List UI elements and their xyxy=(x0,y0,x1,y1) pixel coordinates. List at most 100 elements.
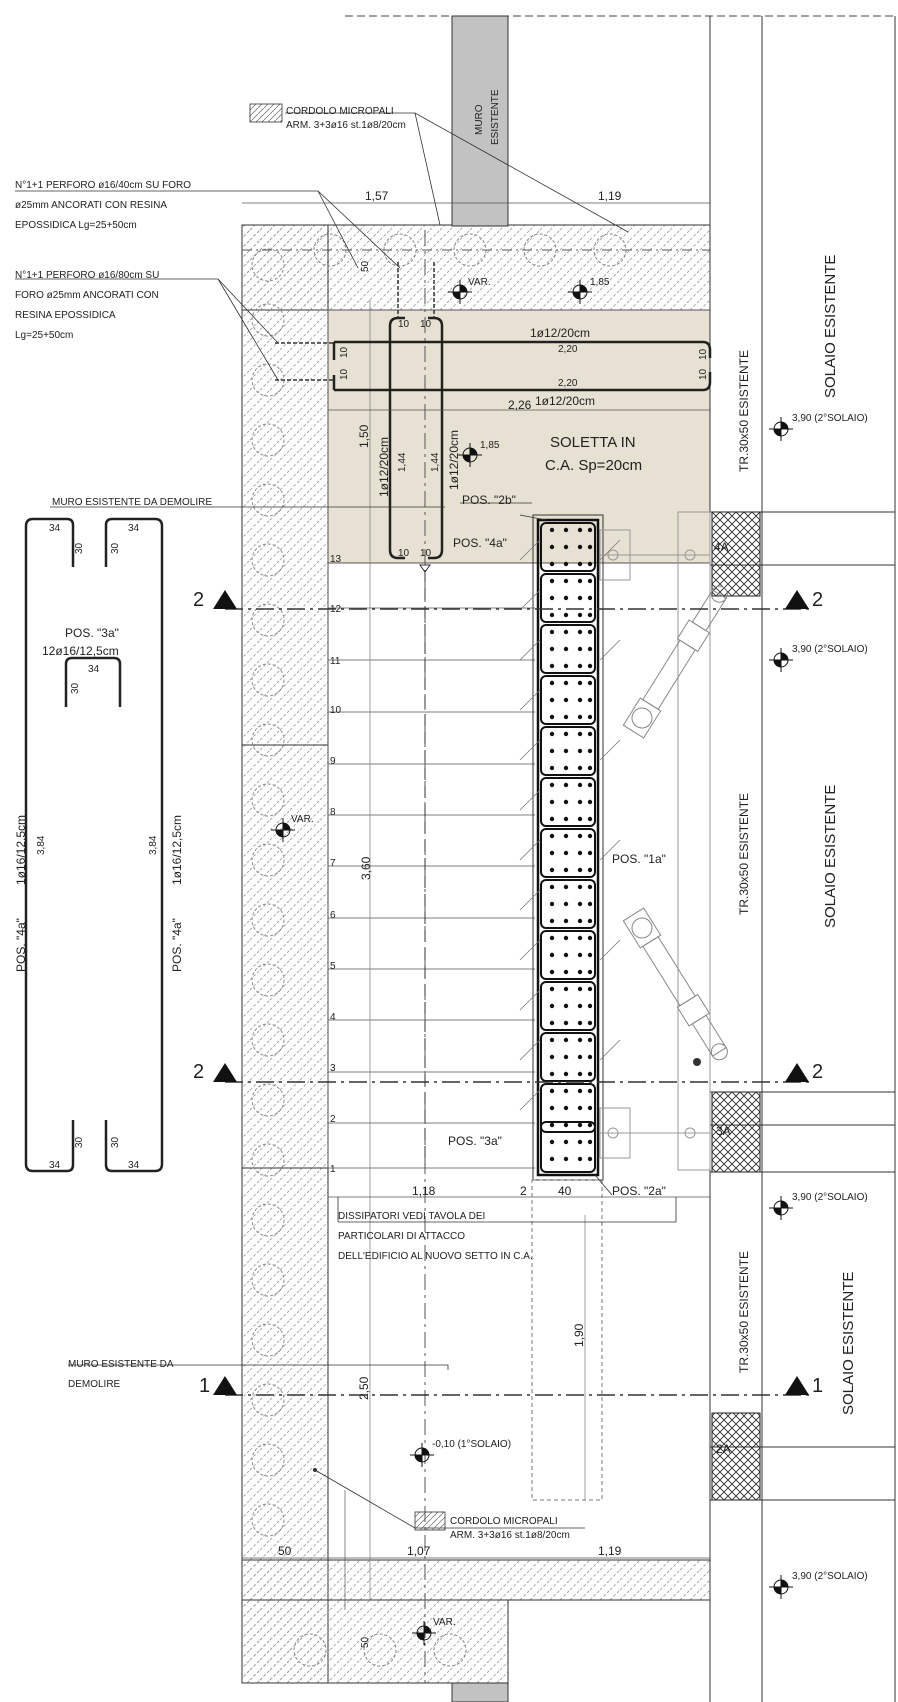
dimension-label: 1,19 xyxy=(598,1544,622,1558)
step-number: 11 xyxy=(330,656,341,667)
rebar-dot xyxy=(563,544,569,550)
rebar-dot xyxy=(577,663,583,669)
column-tag-4A: 4A xyxy=(714,540,729,554)
wall-rebar-dots xyxy=(549,527,593,1162)
rebar-dot xyxy=(577,1020,583,1026)
rebar-dot xyxy=(577,816,583,822)
rebar-dot xyxy=(577,561,583,567)
rebar-dot xyxy=(577,1122,583,1128)
rebar-label: 1ø12/20cm xyxy=(530,326,590,340)
rebar-dot xyxy=(563,1037,569,1043)
detail-pos3a-spec: 12ø16/12,5cm xyxy=(42,644,119,658)
rebar-dot xyxy=(549,748,555,754)
rebar-dot xyxy=(549,850,555,856)
step-number: 10 xyxy=(330,705,342,716)
detail-dim: 34 xyxy=(128,523,140,534)
level-marker xyxy=(769,648,793,672)
dimension-label: 2 xyxy=(520,1184,527,1198)
rebar-dot xyxy=(549,952,555,958)
rebar-dot xyxy=(577,969,583,975)
var-label: VAR. xyxy=(291,814,314,825)
section-line-1 xyxy=(213,1376,810,1396)
detail-pos3a: POS. "3a" xyxy=(65,626,119,640)
existing-wall-top xyxy=(451,15,509,227)
dimension-label: 1,18 xyxy=(412,1184,436,1198)
dimension-label: 2,50 xyxy=(357,1376,371,1400)
rebar-dot xyxy=(587,799,593,805)
rebar-dot xyxy=(549,884,555,890)
callout-pos2a: POS. "2a" xyxy=(612,1184,666,1198)
rebar-dot xyxy=(549,544,555,550)
rebar-dot xyxy=(577,918,583,924)
step-number: 9 xyxy=(330,756,336,767)
rebar-dot xyxy=(577,680,583,686)
detail-dim: 34 xyxy=(88,664,100,675)
rebar-dot xyxy=(587,1122,593,1128)
beam-label-1: TR.30x50 ESISTENTE xyxy=(737,350,751,472)
rebar-dot xyxy=(577,765,583,771)
rebar-dot xyxy=(549,578,555,584)
detail-dim: 34 xyxy=(128,1160,140,1171)
rebar-dot xyxy=(587,935,593,941)
dimension-label: 40 xyxy=(558,1184,572,1198)
floor-label-1: SOLAIO ESISTENTE xyxy=(822,255,839,398)
dimension-label: 50 xyxy=(360,1636,371,1648)
rebar-dot xyxy=(563,782,569,788)
callout-cordolo-bottom-arm: ARM. 3+3ø16 st.1ø8/20cm xyxy=(450,1530,570,1541)
rebar-detail xyxy=(24,517,164,1173)
rebar-dot xyxy=(587,1105,593,1111)
rebar-dot xyxy=(549,527,555,533)
dimension-label: 1,44 xyxy=(397,452,408,472)
dimension-label: 10 xyxy=(398,548,410,559)
rebar-dot xyxy=(563,1054,569,1060)
rebar-dot xyxy=(577,986,583,992)
callout-pos1a: POS. "1a" xyxy=(612,852,666,866)
rebar-dot xyxy=(577,1054,583,1060)
rebar-dot xyxy=(563,986,569,992)
rebar-dot xyxy=(549,799,555,805)
level-marker xyxy=(769,1575,793,1599)
rebar-dot xyxy=(577,544,583,550)
rebar-dot xyxy=(549,867,555,873)
rebar-dot xyxy=(563,1156,569,1162)
rebar-dot xyxy=(587,561,593,567)
dimension-label: 2,26 xyxy=(508,398,532,412)
rebar-dot xyxy=(587,1071,593,1077)
rebar-dot xyxy=(563,663,569,669)
step-number: 2 xyxy=(330,1114,336,1125)
slab-title: SOLETTA IN xyxy=(550,434,636,451)
rebar-dot xyxy=(563,714,569,720)
callout-dissipatori: DISSIPATORI VEDI TAVOLA DEI xyxy=(338,1211,485,1222)
rebar-dot xyxy=(577,952,583,958)
wall-stirrups xyxy=(540,522,596,1173)
rebar-dot xyxy=(563,1020,569,1026)
rebar-label: 1ø12/20cm xyxy=(535,394,595,408)
rebar-dot xyxy=(577,850,583,856)
rebar-dot xyxy=(587,833,593,839)
detail-dim: 34 xyxy=(49,1160,61,1171)
rebar-dot xyxy=(577,748,583,754)
rebar-dot xyxy=(549,1088,555,1094)
step-number: 8 xyxy=(330,807,336,818)
dimension-label: 1,07 xyxy=(407,1544,431,1558)
dimension-label: 10 xyxy=(398,319,410,330)
callout-cordolo-top: CORDOLO MICROPALI xyxy=(286,106,394,117)
level-label-ground: -0,10 (1°SOLAIO) xyxy=(432,1439,511,1450)
rebar-dot xyxy=(577,612,583,618)
elevation-label: 1,85 xyxy=(480,440,500,451)
section-line-2-upper xyxy=(213,590,810,610)
level-label-4: 3,90 (2°SOLAIO) xyxy=(792,1571,868,1582)
detail-dim: 30 xyxy=(110,1136,121,1148)
rebar-dot xyxy=(563,918,569,924)
rebar-dot xyxy=(549,765,555,771)
rebar-dot xyxy=(549,901,555,907)
rebar-dot xyxy=(587,731,593,737)
dimension-label: 1,50 xyxy=(357,424,371,448)
slab-area xyxy=(327,309,711,564)
rebar-dot xyxy=(577,833,583,839)
rebar-dot xyxy=(577,867,583,873)
step-number: 13 xyxy=(330,554,342,565)
rebar-dot xyxy=(549,833,555,839)
dimension-label: 50 xyxy=(360,260,371,272)
